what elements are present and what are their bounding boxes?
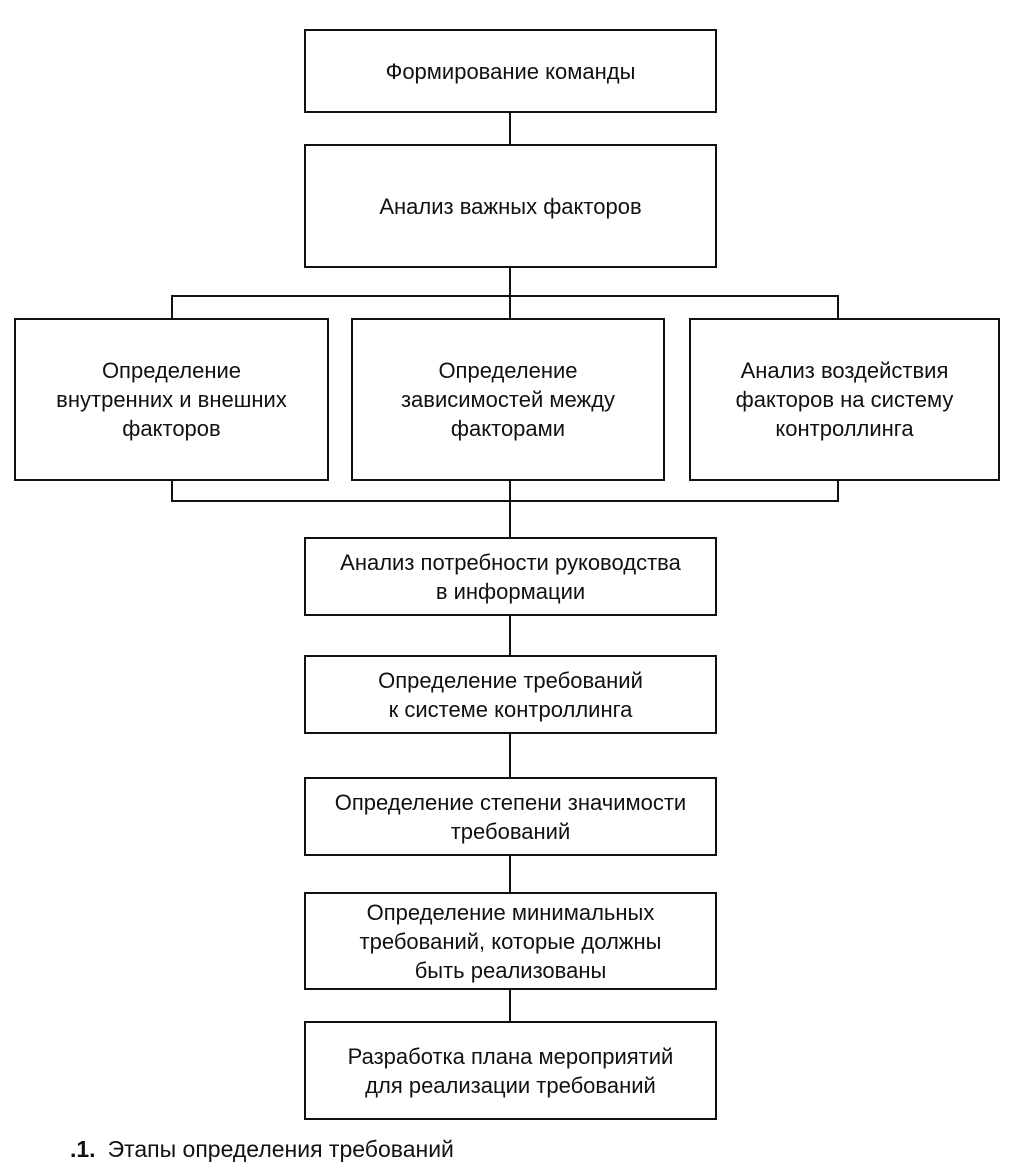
- box-information-needs-line-1: Анализ потребности руководства: [340, 549, 681, 575]
- box-internal-external-factors-line-2: внутренних и внешних: [56, 387, 287, 412]
- connector-significance-minimal: [509, 855, 511, 893]
- box-minimal-requirements-line-2: требований, которые должны: [359, 928, 662, 954]
- box-factor-dependencies-line-2: зависимостей между: [400, 387, 616, 412]
- box-action-plan: Разработка плана мероприятий для реализа…: [304, 1021, 717, 1120]
- box-key-factors-analysis-line-1: Анализ важных факторов: [379, 193, 642, 219]
- connector-info-requirements: [509, 615, 511, 656]
- box-team-formation-line-1: Формирование команды: [385, 58, 636, 84]
- box-factor-dependencies-line-1: Определение: [438, 358, 578, 383]
- box-internal-external-factors: Определение внутренних и внешних факторо…: [14, 318, 329, 481]
- branch-bottom-bar: [171, 500, 839, 502]
- box-action-plan-line-1: Разработка плана мероприятий: [347, 1043, 674, 1069]
- box-internal-external-factors-line-3: факторов: [122, 416, 221, 441]
- figure-caption: .1. Этапы определения требований: [70, 1136, 454, 1163]
- box-action-plan-line-2: для реализации требований: [365, 1072, 656, 1098]
- branch-bottom-left-rise: [171, 480, 173, 502]
- branch-bottom-right-rise: [837, 480, 839, 502]
- box-factor-impact-line-1: Анализ воздействия: [740, 358, 949, 383]
- box-factor-impact: Анализ воздействия факторов на систему к…: [689, 318, 1000, 481]
- branch-top-right-drop: [837, 295, 839, 319]
- connector-minimal-plan: [509, 989, 511, 1022]
- box-minimal-requirements: Определение минимальных требований, кото…: [304, 892, 717, 990]
- box-factor-impact-line-2: факторов на систему: [735, 387, 954, 412]
- figure-caption-text: Этапы определения требований: [107, 1136, 454, 1162]
- connector-middle-info: [509, 480, 511, 538]
- box-key-factors-analysis: Анализ важных факторов: [304, 144, 717, 268]
- branch-top-middle-drop: [509, 295, 511, 319]
- box-factor-dependencies: Определение зависимостей между факторами: [351, 318, 665, 481]
- box-system-requirements-line-2: к системе контроллинга: [388, 696, 633, 722]
- box-minimal-requirements-line-3: быть реализованы: [414, 957, 607, 983]
- box-system-requirements-line-1: Определение требований: [378, 667, 643, 693]
- box-factor-dependencies-line-3: факторами: [450, 416, 566, 441]
- box-information-needs-line-2: в информации: [435, 578, 586, 604]
- box-factor-impact-line-3: контроллинга: [775, 416, 914, 441]
- box-requirement-significance-line-1: Определение степени значимости: [334, 789, 687, 815]
- box-requirement-significance-line-2: требований: [450, 818, 571, 844]
- connector-factors-branch: [509, 267, 511, 296]
- figure-number: .1.: [70, 1136, 96, 1162]
- branch-top-left-drop: [171, 295, 173, 319]
- box-requirement-significance: Определение степени значимости требовани…: [304, 777, 717, 856]
- box-information-needs: Анализ потребности руководства в информа…: [304, 537, 717, 616]
- connector-team-factors: [509, 112, 511, 145]
- box-system-requirements: Определение требований к системе контрол…: [304, 655, 717, 734]
- branch-top-bar: [171, 295, 839, 297]
- box-team-formation: Формирование команды: [304, 29, 717, 113]
- box-minimal-requirements-line-1: Определение минимальных: [366, 899, 655, 925]
- connector-requirements-significance: [509, 733, 511, 778]
- box-internal-external-factors-line-1: Определение: [101, 358, 242, 383]
